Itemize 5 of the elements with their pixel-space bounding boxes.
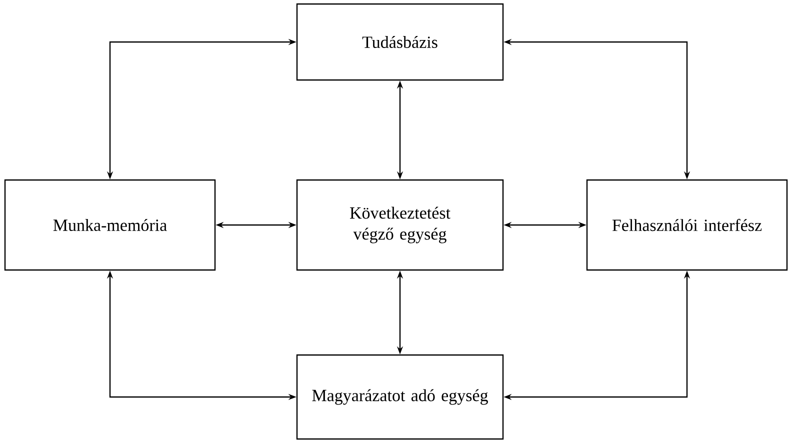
process-box: Tudásbázis <box>296 3 504 81</box>
process-box: Munka-memória <box>4 179 216 271</box>
process-box: Következtetést végző egység <box>296 179 504 271</box>
process-box: Felhasználói interfész <box>586 179 788 271</box>
process-box: Magyarázatot adó egység <box>296 354 504 440</box>
